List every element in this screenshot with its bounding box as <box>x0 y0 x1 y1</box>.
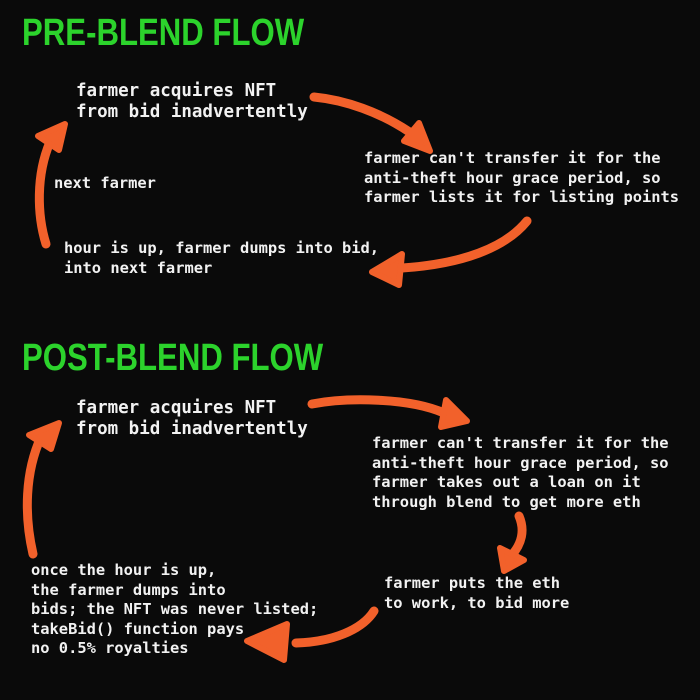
post-node-dumps-no-royalties: once the hour is up, the farmer dumps in… <box>31 561 319 657</box>
arrow-post-acquire-to-loan-icon <box>307 395 470 430</box>
arrow-pre-transfer-to-dump-icon <box>369 216 532 288</box>
post-blend-flow-title: POST-BLEND FLOW <box>22 337 324 379</box>
arrow-post-dump-to-acquire-icon <box>22 420 62 559</box>
arrow-pre-acquire-to-transfer-icon <box>309 92 433 154</box>
pre-blend-flow-title: PRE-BLEND FLOW <box>22 12 305 54</box>
pre-node-next-farmer: next farmer <box>54 174 156 192</box>
arrow-post-loan-to-bidmore-icon <box>497 511 527 574</box>
post-node-takes-out-loan: farmer can't transfer it for the anti-th… <box>372 434 669 511</box>
pre-node-cant-transfer: farmer can't transfer it for the anti-th… <box>364 149 680 206</box>
post-node-puts-eth-to-work: farmer puts the eth to work, to bid more <box>384 574 570 612</box>
post-node-farmer-acquires-nft: farmer acquires NFT from bid inadvertent… <box>76 398 308 439</box>
pre-node-hour-is-up-dump: hour is up, farmer dumps into bid, into … <box>64 239 380 277</box>
pre-node-farmer-acquires-nft: farmer acquires NFT from bid inadvertent… <box>76 81 308 122</box>
